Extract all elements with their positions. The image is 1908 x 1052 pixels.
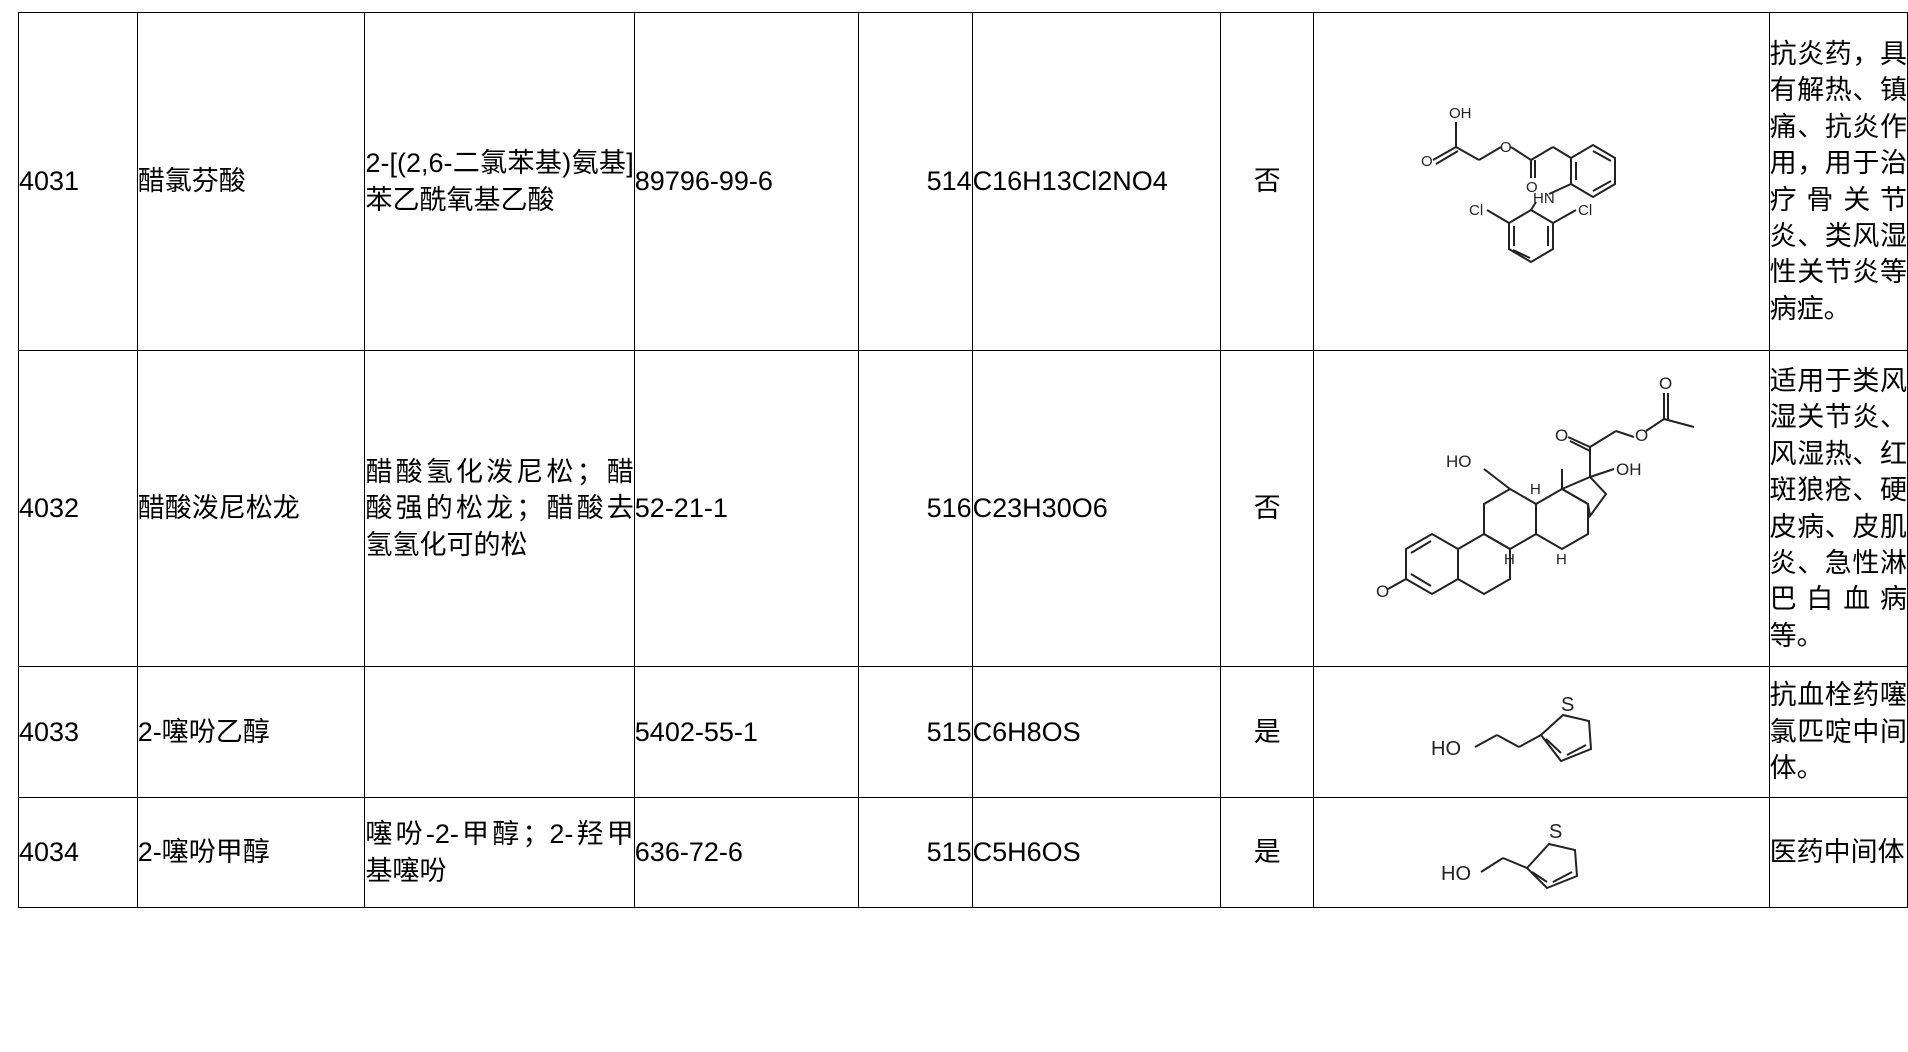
oxygen-label: O — [1526, 179, 1538, 196]
amine-label: HN — [1533, 190, 1555, 207]
synonyms: 噻吩-2-甲醇；2-羟甲基噻吩 — [364, 797, 635, 908]
code-number: 515 — [857, 666, 973, 798]
aceclofenac-structure: OH O O O HN Cl Cl — [1421, 105, 1617, 263]
hydroxyl-label: OH — [1449, 105, 1472, 122]
structure-cell: O HO O O O OH H H H — [1313, 350, 1770, 667]
structure-cell: HO S — [1313, 666, 1770, 798]
hydrogen-label: H — [1530, 481, 1541, 498]
chlorine-label: Cl — [1578, 202, 1592, 219]
table-row: 4033 2-噻吩乙醇 5402-55-1 515 C6H8OS 是 HO S … — [18, 666, 1908, 798]
flag-value: 否 — [1220, 350, 1315, 667]
thiophene-ethanol-structure: HO S — [1431, 694, 1593, 763]
compound-name: 醋酸泼尼松龙 — [136, 350, 366, 667]
table-row: 4034 2-噻吩甲醇 噻吩-2-甲醇；2-羟甲基噻吩 636-72-6 515… — [18, 797, 1908, 908]
thiophene-methanol-structure: HO S — [1441, 821, 1579, 889]
oxygen-label: O — [1659, 374, 1672, 393]
oxygen-label: O — [1500, 139, 1512, 156]
molecular-formula: C23H30O6 — [971, 350, 1222, 667]
hydroxyl-label: HO — [1431, 738, 1461, 760]
oxygen-label: O — [1376, 582, 1389, 601]
usage-description: 抗炎药，具有解热、镇痛、抗炎作用，用于治疗骨关节炎、类风湿性关节炎等病症。 — [1768, 12, 1908, 351]
compound-name: 2-噻吩甲醇 — [136, 797, 366, 908]
compound-name: 醋氯芬酸 — [136, 12, 366, 351]
molecular-formula: C6H8OS — [971, 666, 1222, 798]
structure-cell: OH O O O HN Cl Cl — [1313, 12, 1770, 351]
cas-number: 636-72-6 — [633, 797, 859, 908]
oxygen-label: O — [1635, 426, 1648, 445]
sulfur-label: S — [1549, 821, 1562, 843]
compound-name: 2-噻吩乙醇 — [136, 666, 366, 798]
synonyms — [364, 666, 635, 798]
hydroxyl-label: OH — [1616, 460, 1642, 479]
usage-description: 适用于类风湿关节炎、风湿热、红斑狼疮、硬皮病、皮肌炎、急性淋巴白血病等。 — [1768, 350, 1908, 667]
molecular-formula: C16H13Cl2NO4 — [971, 12, 1222, 351]
code-number: 516 — [857, 350, 973, 667]
table-row: 4032 醋酸泼尼松龙 醋酸氢化泼尼松；醋酸强的松龙；醋酸去氢氢化可的松 52-… — [18, 350, 1908, 667]
code-number: 515 — [857, 797, 973, 908]
hydroxyl-label: HO — [1441, 863, 1471, 885]
structure-cell: HO S — [1313, 797, 1770, 908]
cas-number: 52-21-1 — [633, 350, 859, 667]
molecular-formula: C5H6OS — [971, 797, 1222, 908]
oxygen-label: O — [1421, 153, 1433, 170]
hydrogen-label: H — [1504, 551, 1515, 568]
synonyms: 2-[(2,6-二氯苯基)氨基]苯乙酰氧基乙酸 — [364, 12, 635, 351]
flag-value: 是 — [1220, 797, 1315, 908]
cas-number: 5402-55-1 — [633, 666, 859, 798]
code-number: 514 — [857, 12, 973, 351]
sulfur-label: S — [1561, 694, 1574, 716]
row-id: 4034 — [18, 797, 138, 908]
usage-description: 医药中间体 — [1768, 797, 1908, 908]
compound-table: 4031 醋氯芬酸 2-[(2,6-二氯苯基)氨基]苯乙酰氧基乙酸 89796-… — [18, 12, 1908, 908]
cas-number: 89796-99-6 — [633, 12, 859, 351]
flag-value: 否 — [1220, 12, 1315, 351]
oxygen-label: O — [1555, 426, 1568, 445]
row-id: 4031 — [18, 12, 138, 351]
flag-value: 是 — [1220, 666, 1315, 798]
table-row: 4031 醋氯芬酸 2-[(2,6-二氯苯基)氨基]苯乙酰氧基乙酸 89796-… — [18, 12, 1908, 351]
usage-description: 抗血栓药噻氯匹啶中间体。 — [1768, 666, 1908, 798]
hydrogen-label: H — [1556, 551, 1567, 568]
chlorine-label: Cl — [1469, 202, 1483, 219]
synonyms: 醋酸氢化泼尼松；醋酸强的松龙；醋酸去氢氢化可的松 — [364, 350, 635, 667]
prednisolone-acetate-structure: O HO O O O OH H H H — [1376, 374, 1695, 601]
row-id: 4033 — [18, 666, 138, 798]
row-id: 4032 — [18, 350, 138, 667]
hydroxyl-label: HO — [1446, 452, 1472, 471]
